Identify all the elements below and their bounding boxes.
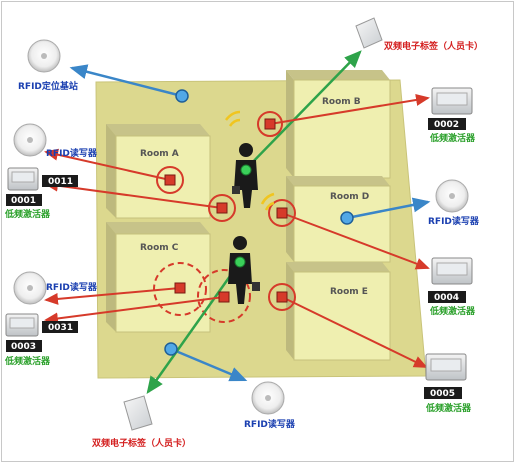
- room-b-label: Room B: [322, 97, 361, 107]
- activator-0003-device-icon: [5, 313, 39, 337]
- activator-center-bottom-marker: [218, 291, 230, 303]
- reader-bottom-label: RFID读写器: [244, 418, 296, 430]
- id-0002-text: 0002: [434, 120, 459, 130]
- room-d-label: Room D: [330, 192, 369, 202]
- activator-0001-device-icon: [7, 167, 39, 191]
- tag-top-label: 双频电子标签（人员卡）: [384, 40, 483, 52]
- reader-right-anchor-dot: [340, 211, 354, 225]
- activator-center-top-marker: [208, 194, 236, 222]
- link-room-b: [269, 94, 430, 125]
- person-top-icon: [232, 143, 258, 208]
- signal-icon: [225, 110, 241, 127]
- reader-bottom-device-icon: [251, 381, 285, 415]
- link-tag-bottom: [146, 261, 242, 395]
- base-station-label: RFID定位基站: [18, 80, 78, 92]
- tag-top-card-icon: [355, 17, 383, 49]
- activator-markers: [156, 111, 296, 311]
- reader-left-device-icon: [13, 123, 47, 157]
- activator-0005-device-icon: [425, 353, 467, 381]
- link-reader-bottom: [170, 347, 248, 382]
- id-0003-text: 0003: [11, 342, 36, 352]
- link-center-bottom: [44, 296, 225, 325]
- room-c: Room C: [106, 222, 211, 333]
- id-0005-badge: [424, 387, 462, 399]
- activator-room-a-marker: [156, 166, 184, 194]
- diagram-frame: [1, 1, 514, 462]
- activator-0004-device-icon: [431, 257, 473, 285]
- reader-right-label: RFID读写器: [428, 215, 480, 227]
- id-0003-badge: [6, 340, 42, 352]
- room-c-label: Room C: [140, 243, 179, 253]
- link-room-c: [44, 287, 181, 305]
- link-base-station: [69, 64, 183, 98]
- activator-room-b-marker: [257, 111, 283, 137]
- id-0004-badge: [428, 291, 466, 303]
- id-0031-badge: [42, 321, 78, 333]
- id-0004-text: 0004: [434, 293, 459, 303]
- reader-bottom-left-device-icon: [13, 271, 47, 305]
- room-e-label: Room E: [330, 287, 368, 297]
- id-0011-text: 0011: [48, 177, 73, 187]
- reader-right-device-icon: [435, 179, 469, 213]
- link-tag-top: [244, 50, 362, 171]
- reader-bottom-anchor-dot: [164, 342, 178, 356]
- activator-0005-label: 低频激活器: [425, 402, 472, 414]
- id-0011-badge: [42, 175, 78, 187]
- link-reader-right: [346, 197, 431, 220]
- reader-left-label: RFID读写器: [46, 147, 98, 159]
- link-room-e: [281, 296, 428, 368]
- link-room-d: [281, 212, 430, 270]
- id-0001-badge: [6, 194, 42, 206]
- reader-bottom-left-label: RFID读写器: [46, 281, 98, 293]
- tag-bottom-card-icon: [123, 395, 153, 431]
- activator-0002-label: 低频激活器: [429, 132, 476, 144]
- id-0001-text: 0001: [11, 196, 36, 206]
- activator-room-e-marker: [268, 283, 296, 311]
- link-center-top: [44, 179, 223, 209]
- id-0002-badge: [428, 118, 466, 130]
- activation-zone-c: [153, 262, 207, 316]
- room-b: Room B: [286, 70, 391, 179]
- base-station-anchor-dot: [175, 89, 189, 103]
- activator-room-d-marker: [268, 199, 296, 227]
- link-room-a: [44, 148, 171, 181]
- id-0005-text: 0005: [430, 389, 455, 399]
- activator-0003-label: 低频激活器: [4, 355, 51, 367]
- tag-bottom-label: 双频电子标签（人员卡）: [92, 437, 191, 449]
- room-e: Room E: [286, 262, 391, 361]
- signal-icon: [260, 192, 275, 211]
- id-0031-text: 0031: [48, 323, 73, 333]
- activation-zone-center: [197, 269, 251, 323]
- activator-0001-label: 低频激活器: [4, 208, 51, 220]
- room-a-label: Room A: [140, 149, 179, 159]
- activator-0004-label: 低频激活器: [429, 305, 476, 317]
- person-bottom-icon: [228, 236, 260, 304]
- base-station-device-icon: [27, 39, 61, 73]
- activator-room-c-marker: [174, 282, 186, 294]
- activator-0002-device-icon: [431, 87, 473, 115]
